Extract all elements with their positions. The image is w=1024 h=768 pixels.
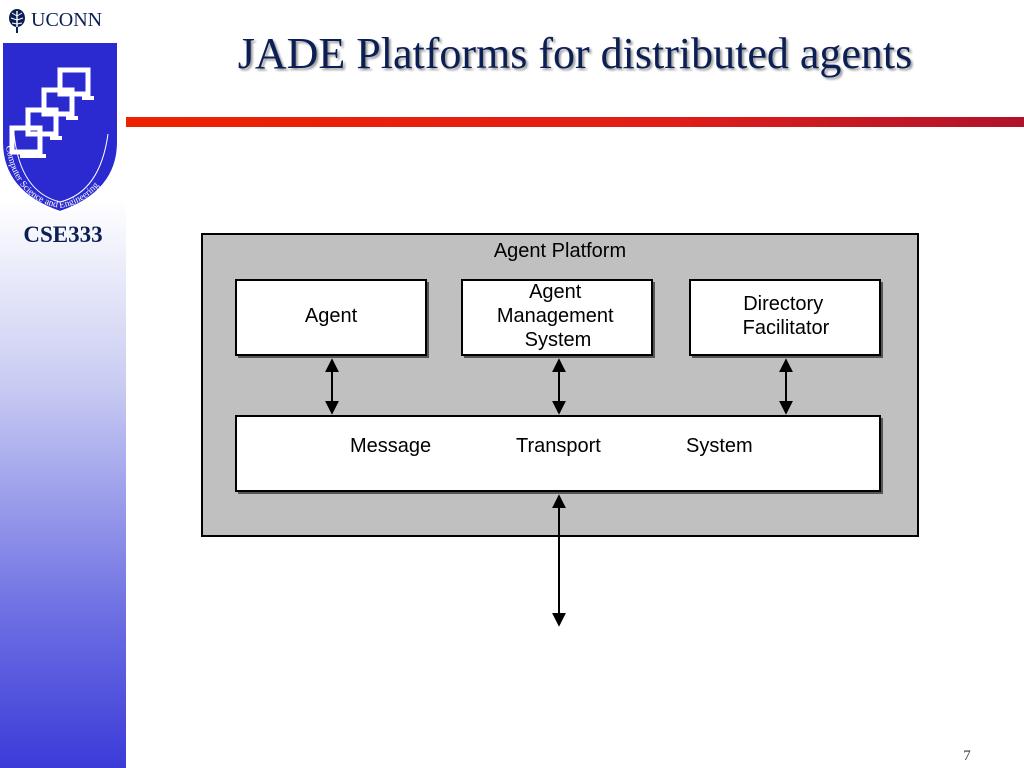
jade-platform-diagram: Agent Platform Agent Agent Management Sy… xyxy=(201,233,919,627)
course-code: CSE333 xyxy=(23,222,103,247)
message-transport-box xyxy=(235,415,881,492)
agent-box-label: Agent xyxy=(305,305,358,327)
df-box xyxy=(689,279,881,356)
uconn-wordmark: UCONN xyxy=(31,9,103,31)
ams-box xyxy=(461,279,653,356)
oak-leaf-icon xyxy=(9,9,25,33)
slide-title: JADE Platforms for distributed agents xyxy=(237,29,913,78)
computer-stack-icon xyxy=(9,67,91,155)
department-logo: Computer Science and Engineering xyxy=(0,42,119,214)
message-transport-label: Message Transport System xyxy=(350,435,753,457)
ams-box-label: Agent Management System xyxy=(497,281,619,351)
page-number: 7 xyxy=(963,748,971,764)
agent-platform-label: Agent Platform xyxy=(494,240,626,262)
agent-box xyxy=(235,279,427,356)
df-box-label: Directory Facilitator xyxy=(743,293,830,339)
title-underline xyxy=(126,117,1024,127)
